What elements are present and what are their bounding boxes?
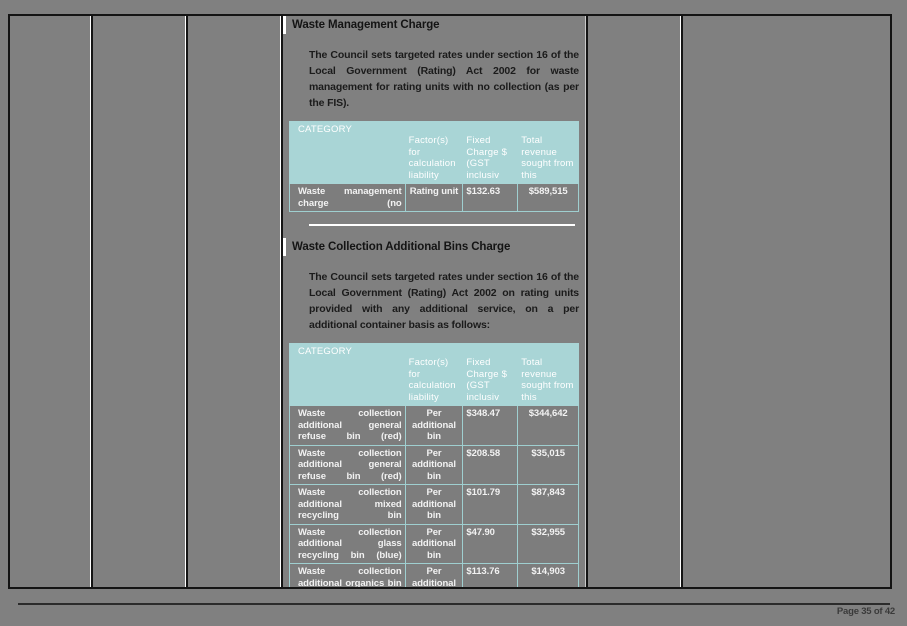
section-waste-management-charge: Waste Management Charge The Council sets… — [283, 16, 585, 212]
rates-table-additional-bins: CATEGORY Factor(s) for calculation liabi… — [289, 343, 579, 587]
cell-fixed-charge: $208.58 — [462, 444, 519, 485]
cell-total-revenue: $589,515 — [517, 183, 579, 212]
table-row: Waste collection additional general refu… — [289, 405, 579, 446]
page-number-label: Page 35 of 42 — [836, 606, 895, 617]
column-header-category: CATEGORY — [289, 121, 406, 184]
main-content-column: Waste Management Charge The Council sets… — [281, 16, 586, 587]
section-divider — [309, 224, 575, 226]
table-row: Waste collection additional general refu… — [289, 444, 579, 485]
layout-column-1 — [8, 16, 91, 587]
layout-column-2 — [91, 16, 186, 587]
cell-fixed-charge: $47.90 — [462, 523, 519, 564]
cell-fixed-charge: $348.47 — [462, 405, 519, 446]
table-header-row: CATEGORY Factor(s) for calculation liabi… — [289, 343, 579, 406]
column-header-fixed-charge: Fixed Charge $ (GST inclusiv — [462, 121, 519, 184]
section-body-text: The Council sets targeted rates under se… — [309, 49, 579, 109]
table-header-row: CATEGORY Factor(s) for calculation liabi… — [289, 121, 579, 184]
column-header-total-revenue: Total revenue sought from this — [517, 343, 579, 406]
layout-column-3 — [186, 16, 281, 587]
section-title: Waste Collection Additional Bins Charge — [283, 238, 585, 256]
layout-column-5 — [586, 16, 681, 587]
cell-total-revenue: $344,642 — [517, 405, 579, 446]
cell-category: Waste management charge (no — [289, 183, 406, 212]
cell-category: Waste collection additional organics bin… — [289, 563, 406, 587]
cell-total-revenue: $35,015 — [517, 444, 579, 485]
column-header-factors: Factor(s) for calculation liability — [404, 121, 464, 184]
cell-factors: Per additional bin — [404, 484, 464, 525]
cell-total-revenue: $87,843 — [517, 484, 579, 525]
cell-total-revenue: $14,903 — [517, 563, 579, 587]
cell-factors: Per additional bin — [404, 523, 464, 564]
section-waste-collection-additional-bins: Waste Collection Additional Bins Charge … — [283, 238, 585, 587]
column-header-fixed-charge: Fixed Charge $ (GST inclusiv — [462, 343, 519, 406]
cell-category: Waste collection additional general refu… — [289, 444, 406, 485]
page-content-frame: Waste Management Charge The Council sets… — [8, 14, 892, 589]
cell-fixed-charge: $113.76 — [462, 563, 519, 587]
section-body-text: The Council sets targeted rates under se… — [309, 271, 579, 331]
table-row: Waste collection additional organics bin… — [289, 563, 579, 587]
cell-category: Waste collection additional mixed recycl… — [289, 484, 406, 525]
column-header-total-revenue: Total revenue sought from this — [517, 121, 579, 184]
column-header-category: CATEGORY — [289, 343, 406, 406]
table-row: Waste collection additional mixed recycl… — [289, 484, 579, 525]
cell-factors: Per additional bin — [404, 444, 464, 485]
layout-column-6 — [681, 16, 892, 587]
cell-fixed-charge: $132.63 — [462, 183, 519, 212]
cell-factors: Rating unit — [404, 183, 464, 212]
table-row: Waste management charge (no Rating unit … — [289, 183, 579, 212]
cell-fixed-charge: $101.79 — [462, 484, 519, 525]
column-header-factors: Factor(s) for calculation liability — [404, 343, 464, 406]
cell-factors: Per additional bin — [404, 563, 464, 587]
cell-category: Waste collection additional glass recycl… — [289, 523, 406, 564]
footer-divider — [18, 603, 890, 605]
cell-category: Waste collection additional general refu… — [289, 405, 406, 446]
section-title: Waste Management Charge — [283, 16, 585, 34]
cell-total-revenue: $32,955 — [517, 523, 579, 564]
table-row: Waste collection additional glass recycl… — [289, 523, 579, 564]
cell-factors: Per additional bin — [404, 405, 464, 446]
rates-table-waste-management: CATEGORY Factor(s) for calculation liabi… — [289, 121, 579, 212]
